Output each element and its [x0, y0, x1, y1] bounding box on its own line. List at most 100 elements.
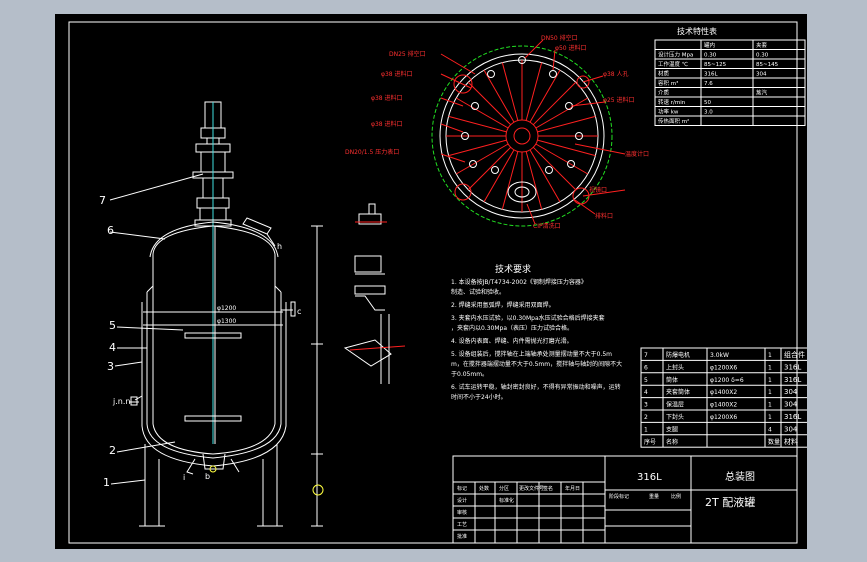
parts-cell: 2 [644, 414, 648, 421]
parts-cell: 保温层 [666, 401, 684, 409]
tech-char-cell: 容积 m³ [658, 79, 678, 87]
dim-d1200: φ1200 [217, 305, 236, 312]
tb-cell-1: 处数 [479, 485, 489, 492]
tech-char-cell: 设计压力 Mpa [658, 51, 693, 59]
plan-label-a: DN25 排空口 [389, 50, 426, 58]
tech-char-cell: 7.6 [704, 81, 713, 87]
tech-char-cell: 0.30 [704, 53, 717, 59]
plan-label-h: φ38 人孔 [603, 70, 629, 78]
tb-cell-8: 审核 [457, 509, 467, 516]
plan-label-i: φ25 进料口 [603, 96, 635, 104]
parts-cell: 316L [784, 376, 801, 384]
parts-cell: 7 [644, 352, 648, 359]
tech-char-cell: 材质 [658, 70, 670, 78]
tech-req-list: 1. 本设备按JB/T4734-2002《钢制焊接压力容器》制造、试验和验收。 2… [451, 278, 622, 401]
parts-cell: 304 [784, 425, 798, 433]
parts-cell: 5 [644, 377, 648, 384]
parts-cell: 名称 [666, 438, 678, 446]
part-5-label: 5 [109, 319, 116, 332]
cad-drawing: h φ1200 φ1300 c i b [68, 21, 807, 544]
parts-cell: 316L [784, 363, 801, 371]
tb-cell-12: 重量 [649, 493, 659, 500]
tech-req-line: 6. 试车运转平稳，轴封密封良好，不得有异常振动和噪声，运转 [451, 383, 621, 391]
dim-d1300: φ1300 [217, 318, 236, 325]
tech-char-cell: 转速 r/min [658, 98, 686, 106]
parts-cell: 筒体 [666, 376, 678, 384]
tech-char-cell: 50 [704, 100, 711, 106]
parts-cell: 3.0kW [710, 352, 729, 359]
parts-cell: 3 [644, 402, 648, 409]
tb-cell-5: 年月日 [565, 485, 580, 492]
port-i-label: i [183, 473, 185, 482]
parts-cell: φ1400X2 [710, 389, 737, 396]
tech-char-cell: 85~145 [756, 62, 779, 68]
part-4-label: 4 [109, 341, 116, 354]
parts-cell: 304 [784, 401, 798, 409]
parts-cell: 1 [768, 377, 772, 384]
tb-cell-7: 标准化 [499, 497, 514, 504]
tech-req-line: m，在搅拌器端摆动量不大于0.5mm，搅拌轴与轴封的间隙不大 [451, 360, 622, 368]
tech-char-cell: 304 [756, 72, 767, 78]
drawing-name: 总装图 [725, 470, 755, 483]
plan-label-j: 温度计口 [625, 150, 649, 158]
parts-cell: 1 [644, 426, 648, 433]
tech-req-line: 5. 设备组装后，搅拌轴在上端轴承处测量摆动量不大于0.5m [451, 350, 612, 358]
tech-req-title: 技术要求 [495, 263, 531, 275]
tech-char-cell: 0.30 [756, 53, 769, 59]
parts-cell: 下封头 [666, 413, 684, 421]
tb-cell-3: 更改文件号 [519, 485, 544, 492]
plan-label-d: φ38 进料口 [371, 120, 403, 128]
plan-label-g: φ50 进料口 [555, 44, 587, 52]
tb-cell-13: 比例 [671, 493, 681, 500]
part-7-label: 7 [99, 194, 106, 207]
plan-label-c: φ38 进料口 [371, 94, 403, 102]
tech-req-line: 3. 夹套内水压试验，以0.30Mpa水压试验合格后焊接夹套 [451, 314, 605, 322]
tb-cell-0: 标记 [457, 485, 467, 492]
detail-sketches [343, 203, 406, 384]
tech-req-line: ，夹套内以0.30Mpa（表压）压力试验合格。 [451, 324, 573, 332]
part-2-label: 2 [109, 444, 116, 457]
product-name: 2T 配液罐 [705, 495, 755, 509]
parts-cell: 1 [768, 364, 772, 371]
part-3-label: 3 [107, 360, 114, 373]
tb-cell-2: 分区 [499, 485, 509, 492]
tech-char-cell: 85~125 [704, 62, 727, 68]
tank-elevation: h φ1200 φ1300 c i b [99, 101, 324, 527]
tech-req-line: 于0.05mm。 [451, 371, 488, 378]
port-b-label: b [205, 472, 210, 481]
parts-cell: 1 [768, 402, 772, 409]
parts-cell: φ1200 δ=6 [710, 377, 744, 384]
title-block: 316L 总装图 2T 配液罐 标记 处数 分区 更改文件号 签名 年月日 设计… [452, 455, 798, 544]
parts-cell: 上封头 [666, 363, 684, 371]
parts-cell: 防爆电机 [666, 351, 690, 359]
tb-cell-6: 设计 [457, 497, 467, 504]
plan-label-b: φ38 进料口 [381, 70, 413, 78]
plan-label-e: DN20/1.5 压力表口 [345, 148, 399, 156]
tb-cell-4: 签名 [543, 485, 553, 492]
plan-label-f: DN50 排空口 [541, 34, 578, 42]
tech-char-cell: 功率 kw [658, 108, 679, 116]
parts-cell: 4 [768, 426, 772, 433]
tech-char-title: 技术特性表 [677, 26, 717, 36]
parts-cell: φ1200X6 [710, 414, 737, 421]
tech-req-line: 制造、试验和验收。 [451, 288, 505, 296]
parts-cell: φ1400X2 [710, 402, 737, 409]
tech-req-line: 2. 焊缝采用氩弧焊，焊缝采用双面焊。 [451, 301, 555, 309]
drawing-sheet: h φ1200 φ1300 c i b [55, 14, 807, 549]
parts-cell: 材料 [784, 437, 798, 446]
tech-char-cell: 夹套 [756, 41, 768, 49]
parts-cell: 1 [768, 414, 772, 421]
parts-cell: 6 [644, 364, 648, 371]
port-c-label: c [297, 307, 301, 316]
drawing-frame [68, 21, 798, 544]
parts-cell: 组合件 [784, 350, 805, 359]
parts-cell: 夹套筒体 [666, 388, 690, 396]
tank-plan-view: DN25 排空口 φ38 进料口 φ38 进料口 φ38 进料口 DN20/1.… [345, 34, 649, 230]
parts-cell: 1 [768, 352, 772, 359]
part-1-label: 1 [103, 476, 110, 489]
tech-char-cell: 蒸汽 [756, 89, 768, 97]
tech-req-line: 1. 本设备按JB/T4734-2002《钢制焊接压力容器》 [451, 278, 587, 286]
tech-req-line: 时间不小于24小时。 [451, 393, 507, 401]
plan-label-k: 视镜口 [589, 186, 607, 194]
